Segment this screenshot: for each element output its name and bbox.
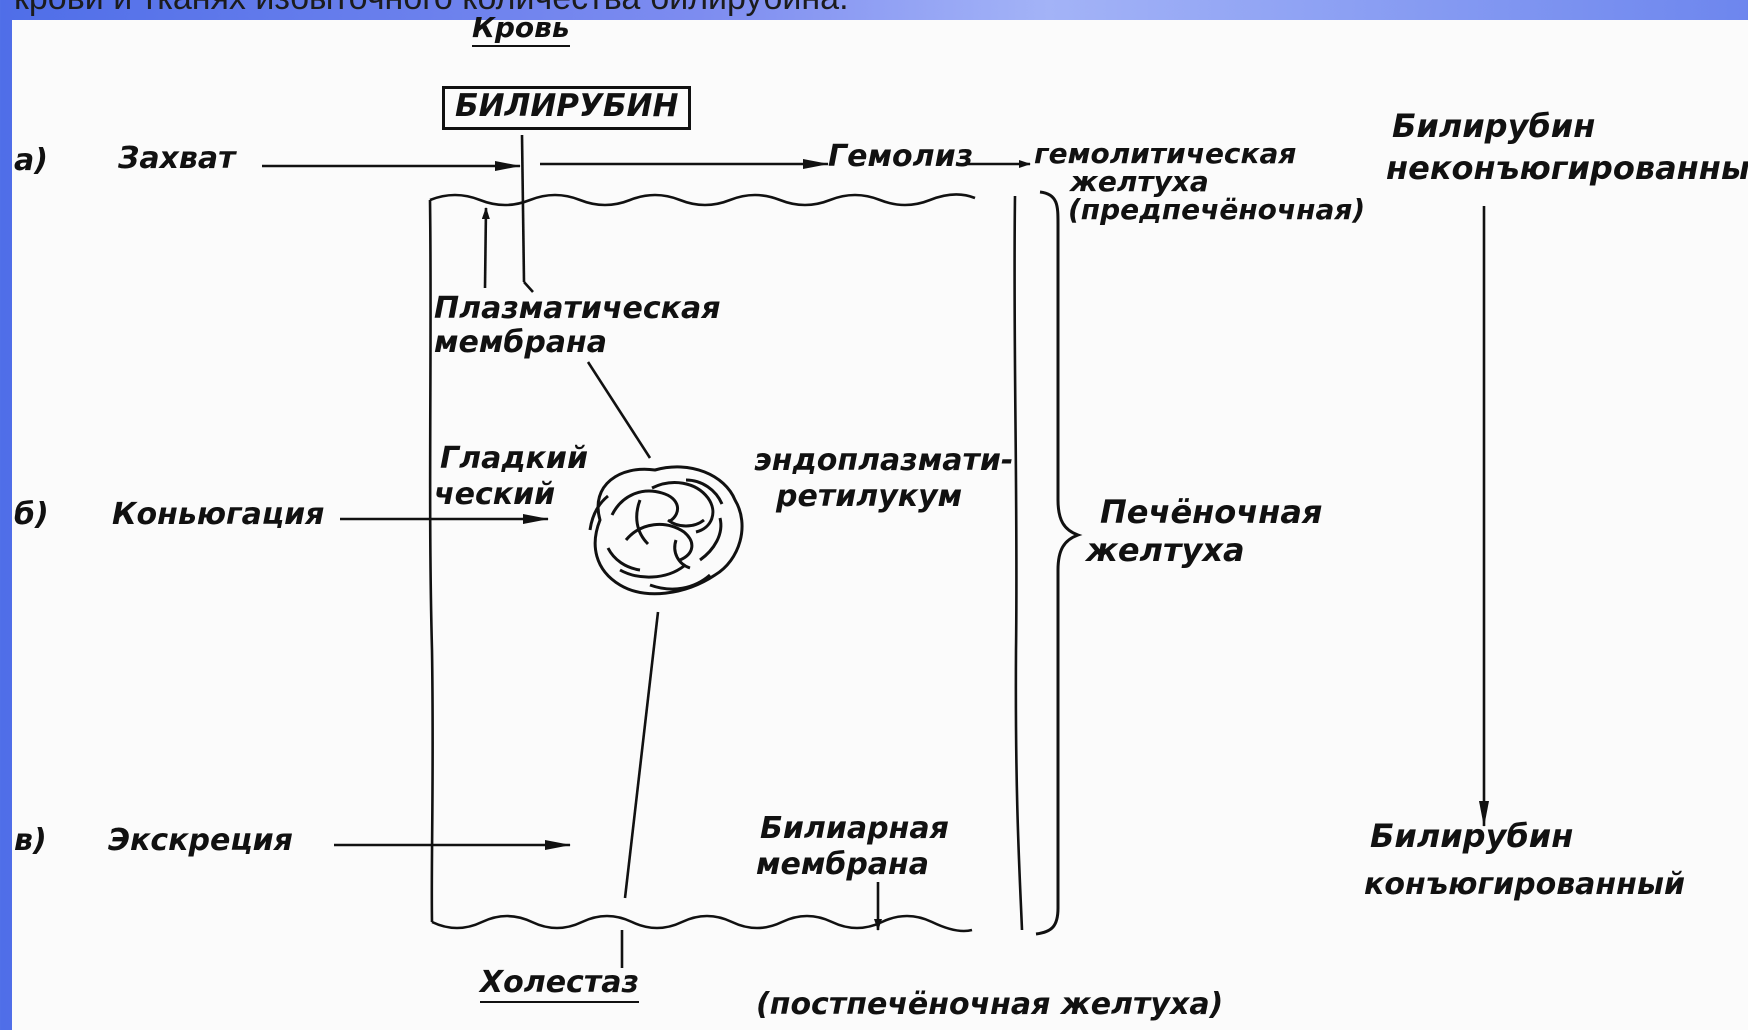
conjugated-line1: Билирубин	[1370, 820, 1573, 853]
unconjugated-line1: Билирубин	[1392, 110, 1595, 143]
stage-b-letter: б)	[14, 500, 49, 531]
jaundice-brace	[1036, 192, 1078, 934]
hemolysis-label: Гемолиз	[828, 142, 973, 173]
cholestasis-label: Холестаз	[480, 968, 639, 1003]
biliary-membrane-line2: мембрана	[756, 850, 929, 881]
plasma-membrane-line2: мембрана	[434, 328, 607, 359]
bilirubin-stem	[522, 135, 524, 282]
smooth-er-right-line1: эндоплазмати-	[754, 446, 1013, 477]
stage-v-label: Экскреция	[108, 826, 293, 857]
membrane-up-arrow	[485, 208, 486, 288]
smooth-er-shape	[590, 467, 742, 594]
smooth-er-right-line2: ретилукум	[776, 482, 962, 513]
hepatic-jaundice-line1: Печёночная	[1100, 496, 1322, 529]
hepatic-jaundice-line2: желтуха	[1086, 534, 1245, 567]
smooth-er-left-line2: ческий	[434, 480, 555, 511]
cell-bottom-membrane	[432, 916, 972, 931]
er-leader-top	[588, 362, 650, 458]
stage-a-letter: а)	[14, 146, 48, 177]
stage-b-label: Коньюгация	[112, 500, 324, 531]
stage-v-letter: в)	[14, 826, 47, 857]
bilirubin-box: БИЛИРУБИН	[442, 86, 691, 130]
posthepatic-jaundice-label: (постпечёночная желтуха)	[756, 990, 1223, 1021]
stage-a-label: Захват	[118, 144, 236, 175]
smooth-er-left-line1: Гладкий	[440, 444, 588, 475]
blood-label: Кровь	[472, 14, 570, 47]
plasma-membrane-line1: Плазматическая	[434, 294, 721, 325]
cell-right-membrane	[1015, 196, 1022, 930]
cell-left-membrane	[430, 200, 433, 922]
unconjugated-line2: неконъюгированный	[1386, 152, 1748, 185]
cell-top-membrane	[430, 194, 975, 205]
biliary-membrane-line1: Билиарная	[760, 814, 949, 845]
hemolytic-jaundice-line3: (предпечёночная)	[1068, 196, 1365, 225]
conjugated-line2: конъюгированный	[1364, 870, 1685, 901]
er-leader-bottom	[625, 612, 658, 898]
